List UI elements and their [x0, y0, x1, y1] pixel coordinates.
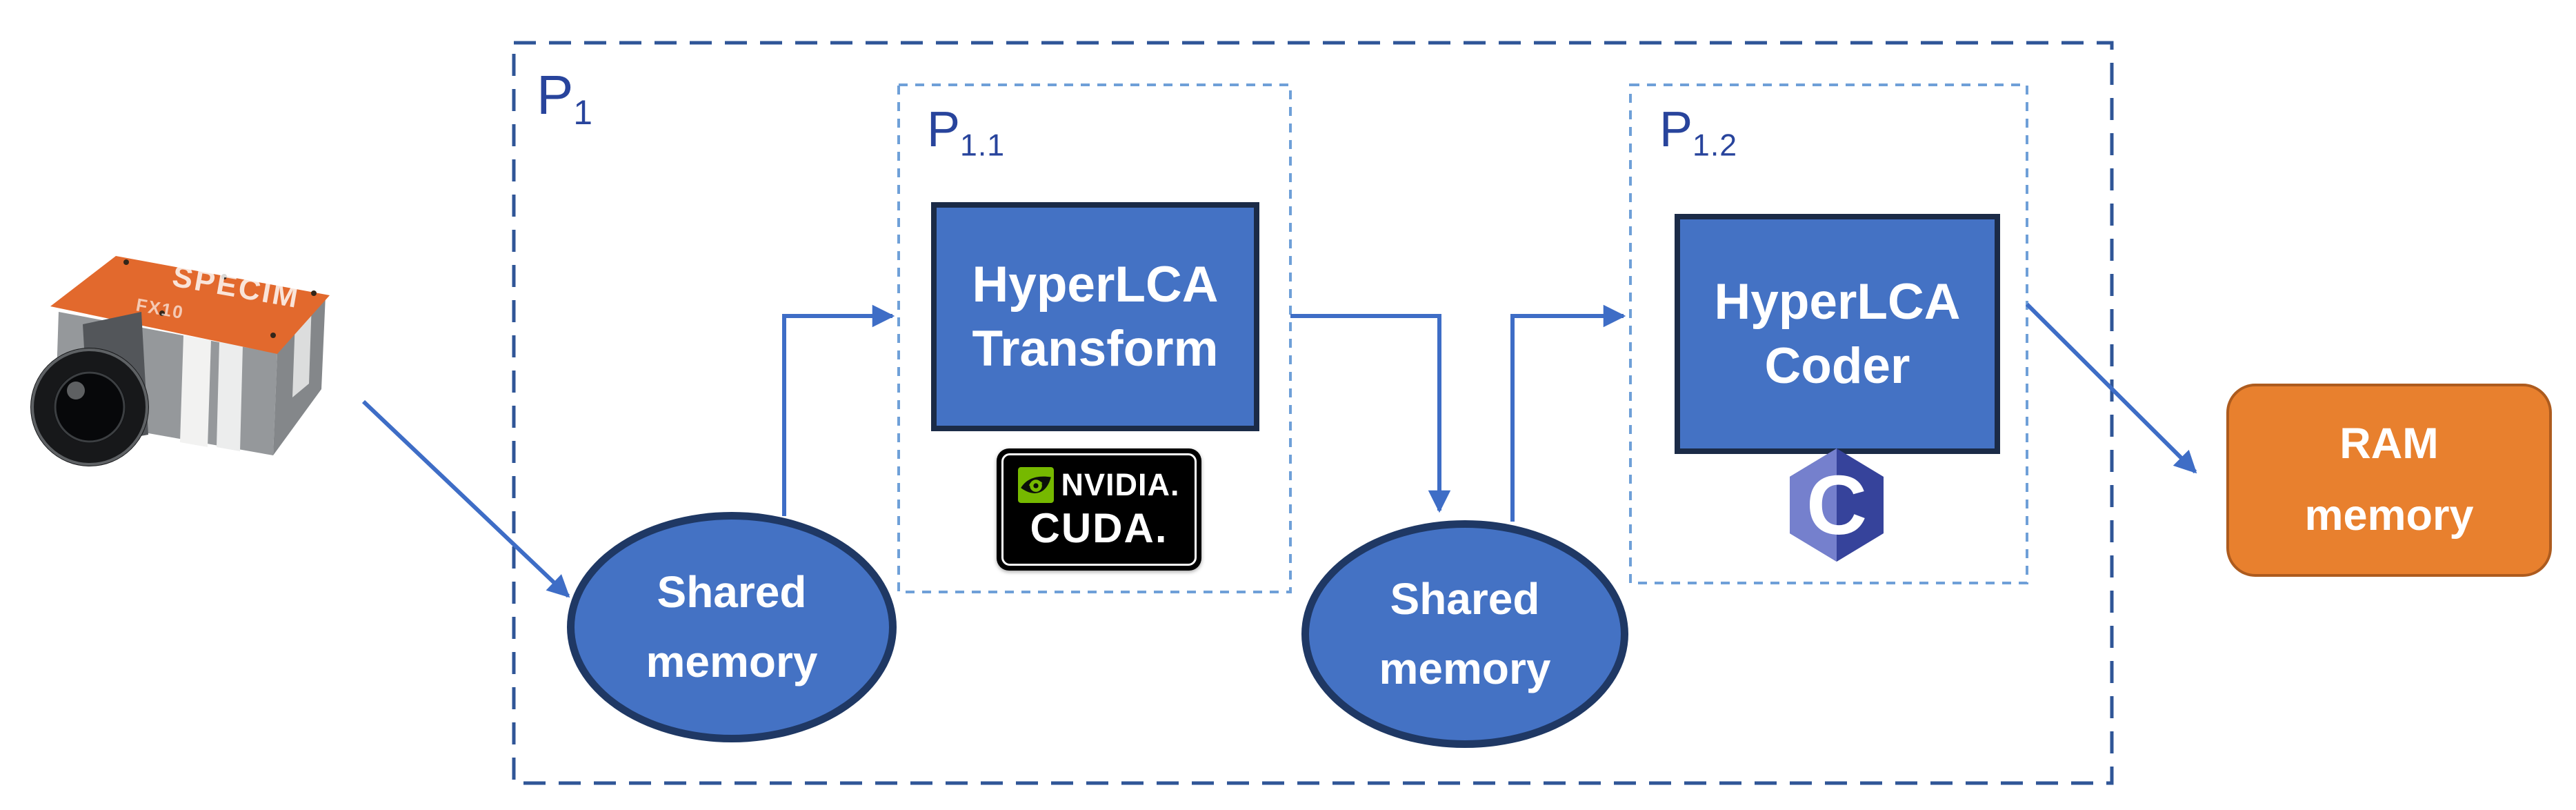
camera-lens-inner-ring	[54, 371, 126, 443]
transform-label-line1: HyperLCA	[972, 256, 1219, 313]
nvidia-cuda-logo: NVIDIA. CUDA.	[997, 448, 1201, 571]
shared-memory-1-node: Shared memory	[567, 512, 897, 742]
arrow-transform-to-shared-memory-2	[1290, 314, 1451, 513]
camera-strip-2	[217, 342, 243, 451]
ram-label-line1: RAM	[2339, 419, 2439, 468]
camera-screw	[123, 259, 129, 265]
process-p1-boundary	[512, 41, 2114, 785]
p1-label-subscript: 1	[573, 92, 593, 132]
arrow-shared-memory-1-to-transform	[782, 304, 895, 516]
shared-memory-1-line1: Shared	[657, 566, 807, 617]
shared-memory-2-line1: Shared	[1390, 573, 1540, 624]
coder-label-line1: HyperLCA	[1714, 273, 1961, 330]
p12-label-main: P	[1659, 102, 1693, 157]
arrow-shared-memory-2-to-coder	[1510, 304, 1626, 522]
hyperlca-coder-block: HyperLCA Coder	[1675, 214, 2000, 454]
p1-label-main: P	[537, 64, 574, 126]
process-p11-label: P1.1	[927, 105, 1005, 161]
arrow-camera-to-shared-memory-1	[361, 399, 570, 598]
shared-memory-2-node: Shared memory	[1301, 520, 1628, 748]
arrow-coder-to-ram	[2025, 302, 2197, 474]
ram-memory-node: RAM memory	[2226, 384, 2552, 577]
p12-label-subscript: 1.2	[1693, 128, 1738, 163]
camera-lens-inner	[54, 371, 126, 443]
nvidia-eye-icon	[1018, 467, 1055, 503]
c-language-logo: C	[1790, 448, 1884, 562]
hyperspectral-camera-illustration: SPECIM FX10	[30, 256, 330, 466]
camera-screw	[270, 333, 276, 338]
shared-memory-2-line2: memory	[1379, 644, 1551, 693]
nvidia-brand-text: NVIDIA.	[1061, 467, 1180, 502]
process-p12-boundary	[1629, 83, 2028, 584]
ram-label-line2: memory	[2304, 491, 2474, 540]
process-p1-label: P1	[537, 68, 593, 130]
process-p11-boundary	[897, 83, 1292, 593]
hyperlca-transform-block: HyperLCA Transform	[931, 202, 1259, 431]
camera-screw	[159, 310, 165, 316]
coder-label-line2: Coder	[1764, 338, 1910, 394]
camera-lens-highlight	[67, 382, 85, 399]
camera-screw	[221, 274, 227, 279]
nvidia-cuda-logo-inner: NVIDIA. CUDA.	[1001, 453, 1197, 566]
cuda-product-text: CUDA.	[1030, 505, 1168, 551]
p11-label-subscript: 1.1	[960, 128, 1006, 163]
camera-lens-ring	[31, 348, 148, 466]
camera-top-panel	[50, 256, 330, 354]
shared-memory-1-line2: memory	[646, 637, 818, 686]
transform-label-line2: Transform	[972, 321, 1219, 377]
process-p12-label: P1.2	[1659, 105, 1737, 161]
camera-screw	[311, 290, 317, 296]
c-logo-letter: C	[1806, 458, 1867, 552]
p11-label-main: P	[927, 102, 961, 157]
camera-strip-1	[180, 335, 211, 447]
